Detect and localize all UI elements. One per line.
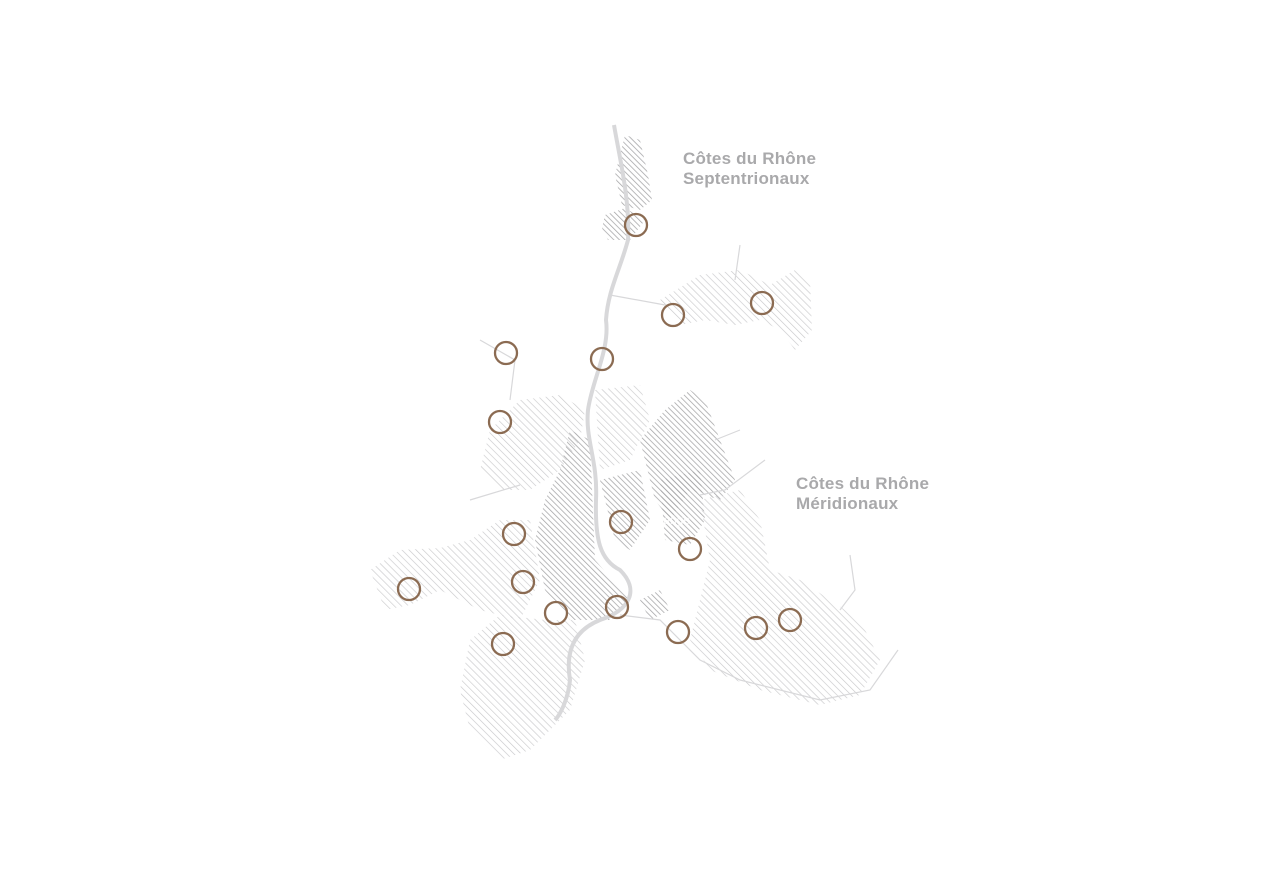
town-label-orange: Orange bbox=[650, 513, 691, 527]
region-label-northern: Côtes du Rhône Septentrionaux bbox=[683, 149, 816, 189]
marker bbox=[749, 290, 775, 316]
marker bbox=[665, 619, 691, 645]
marker bbox=[608, 509, 634, 535]
marker bbox=[487, 409, 513, 435]
marker bbox=[396, 576, 422, 602]
marker bbox=[501, 521, 527, 547]
marker bbox=[660, 302, 686, 328]
region-name-line1: Côtes du Rhône bbox=[796, 474, 930, 493]
appellation-markers bbox=[396, 212, 803, 657]
marker bbox=[743, 615, 769, 641]
marker bbox=[510, 569, 536, 595]
marker bbox=[623, 212, 649, 238]
marker bbox=[543, 600, 569, 626]
marker bbox=[493, 340, 519, 366]
southern-vineyards bbox=[370, 385, 880, 760]
region-name-line2: Méridionaux bbox=[796, 494, 899, 513]
marker bbox=[490, 631, 516, 657]
region-name-line2: Septentrionaux bbox=[683, 169, 810, 188]
marker bbox=[677, 536, 703, 562]
region-name-line1: Côtes du Rhône bbox=[683, 149, 817, 168]
marker bbox=[777, 607, 803, 633]
marker bbox=[589, 346, 615, 372]
marker bbox=[604, 594, 630, 620]
region-label-southern: Côtes du Rhône Méridionaux bbox=[796, 474, 929, 514]
